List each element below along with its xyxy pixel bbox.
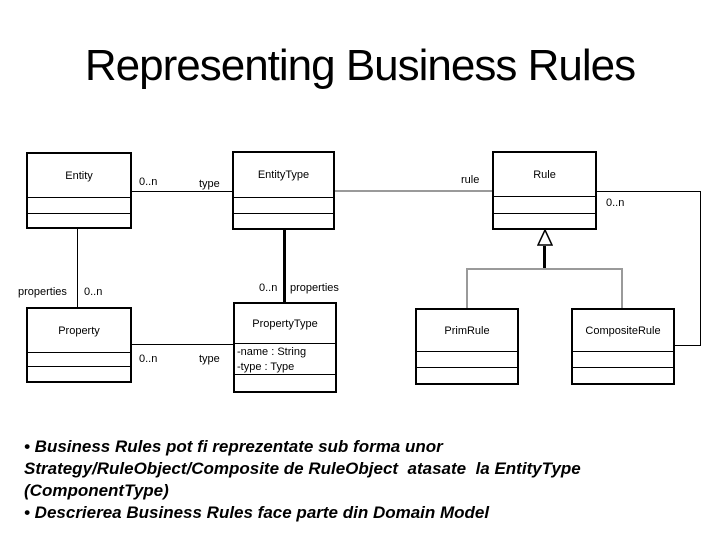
operations-compartment: [234, 214, 333, 228]
class-name: Property: [28, 309, 130, 353]
class-name: Entity: [28, 154, 130, 198]
attribute-name: -name : String: [237, 346, 307, 358]
class-box-entity: Entity: [26, 152, 132, 229]
association-entitytype-propertytype: [283, 230, 286, 302]
attribute-type: -type : Type: [237, 361, 295, 373]
generalization-branch-bar: [466, 268, 623, 270]
generalization-branch-compositerule: [621, 268, 623, 308]
operations-compartment: [28, 214, 130, 227]
multiplicity-label: 0..n: [139, 176, 158, 188]
multiplicity-label: 0..n: [259, 282, 278, 294]
attributes-compartment: [417, 352, 517, 368]
association-entitytype-rule: [335, 190, 492, 192]
role-label-type: type: [199, 353, 220, 365]
operations-compartment: [573, 368, 673, 383]
class-box-entitytype: EntityType: [232, 151, 335, 230]
class-box-property: Property: [26, 307, 132, 383]
generalization-branch-primrule: [466, 268, 468, 308]
attributes-compartment: [494, 197, 595, 214]
operations-compartment: [494, 214, 595, 228]
generalization-stem: [543, 246, 546, 269]
note-line: • Business Rules pot fi reprezentate sub…: [24, 437, 443, 456]
attributes-compartment: [28, 198, 130, 214]
multiplicity-label: 0..n: [139, 353, 158, 365]
notes-block: • Business Rules pot fi reprezentate sub…: [24, 436, 704, 524]
role-label-properties: properties: [18, 286, 67, 298]
operations-compartment: [28, 367, 130, 381]
note-line: • Descrierea Business Rules face parte d…: [24, 503, 490, 522]
class-name: Rule: [494, 153, 595, 197]
role-label-rule: rule: [461, 174, 480, 186]
class-name: PropertyType: [235, 304, 335, 344]
attributes-compartment: [234, 198, 333, 214]
role-label-type: type: [199, 178, 220, 190]
association-property-propertytype: [132, 344, 233, 345]
generalization-arrow-icon: [537, 229, 553, 246]
class-name: CompositeRule: [573, 310, 673, 352]
role-label-properties: properties: [290, 282, 339, 294]
class-box-propertytype: PropertyType -name : String -type : Type: [233, 302, 337, 393]
class-box-compositerule: CompositeRule: [571, 308, 675, 385]
class-name: EntityType: [234, 153, 333, 198]
class-box-primrule: PrimRule: [415, 308, 519, 385]
class-name: PrimRule: [417, 310, 517, 352]
association-rule-compositerule-top: [597, 191, 701, 192]
class-box-rule: Rule: [492, 151, 597, 230]
association-rule-compositerule-bottom: [675, 345, 701, 346]
attributes-compartment: -name : String -type : Type: [235, 344, 335, 375]
attributes-compartment: [28, 353, 130, 367]
operations-compartment: [417, 368, 517, 383]
association-entity-property: [77, 229, 78, 307]
attributes-compartment: [573, 352, 673, 368]
page-title: Representing Business Rules: [84, 41, 636, 90]
multiplicity-label: 0..n: [84, 286, 103, 298]
note-line: (ComponentType): [24, 481, 169, 500]
association-rule-compositerule-right: [700, 191, 701, 346]
operations-compartment: [235, 375, 335, 391]
association-entity-entitytype: [132, 191, 232, 192]
multiplicity-label: 0..n: [606, 197, 625, 209]
note-line: Strategy/RuleObject/Composite de RuleObj…: [24, 459, 581, 478]
